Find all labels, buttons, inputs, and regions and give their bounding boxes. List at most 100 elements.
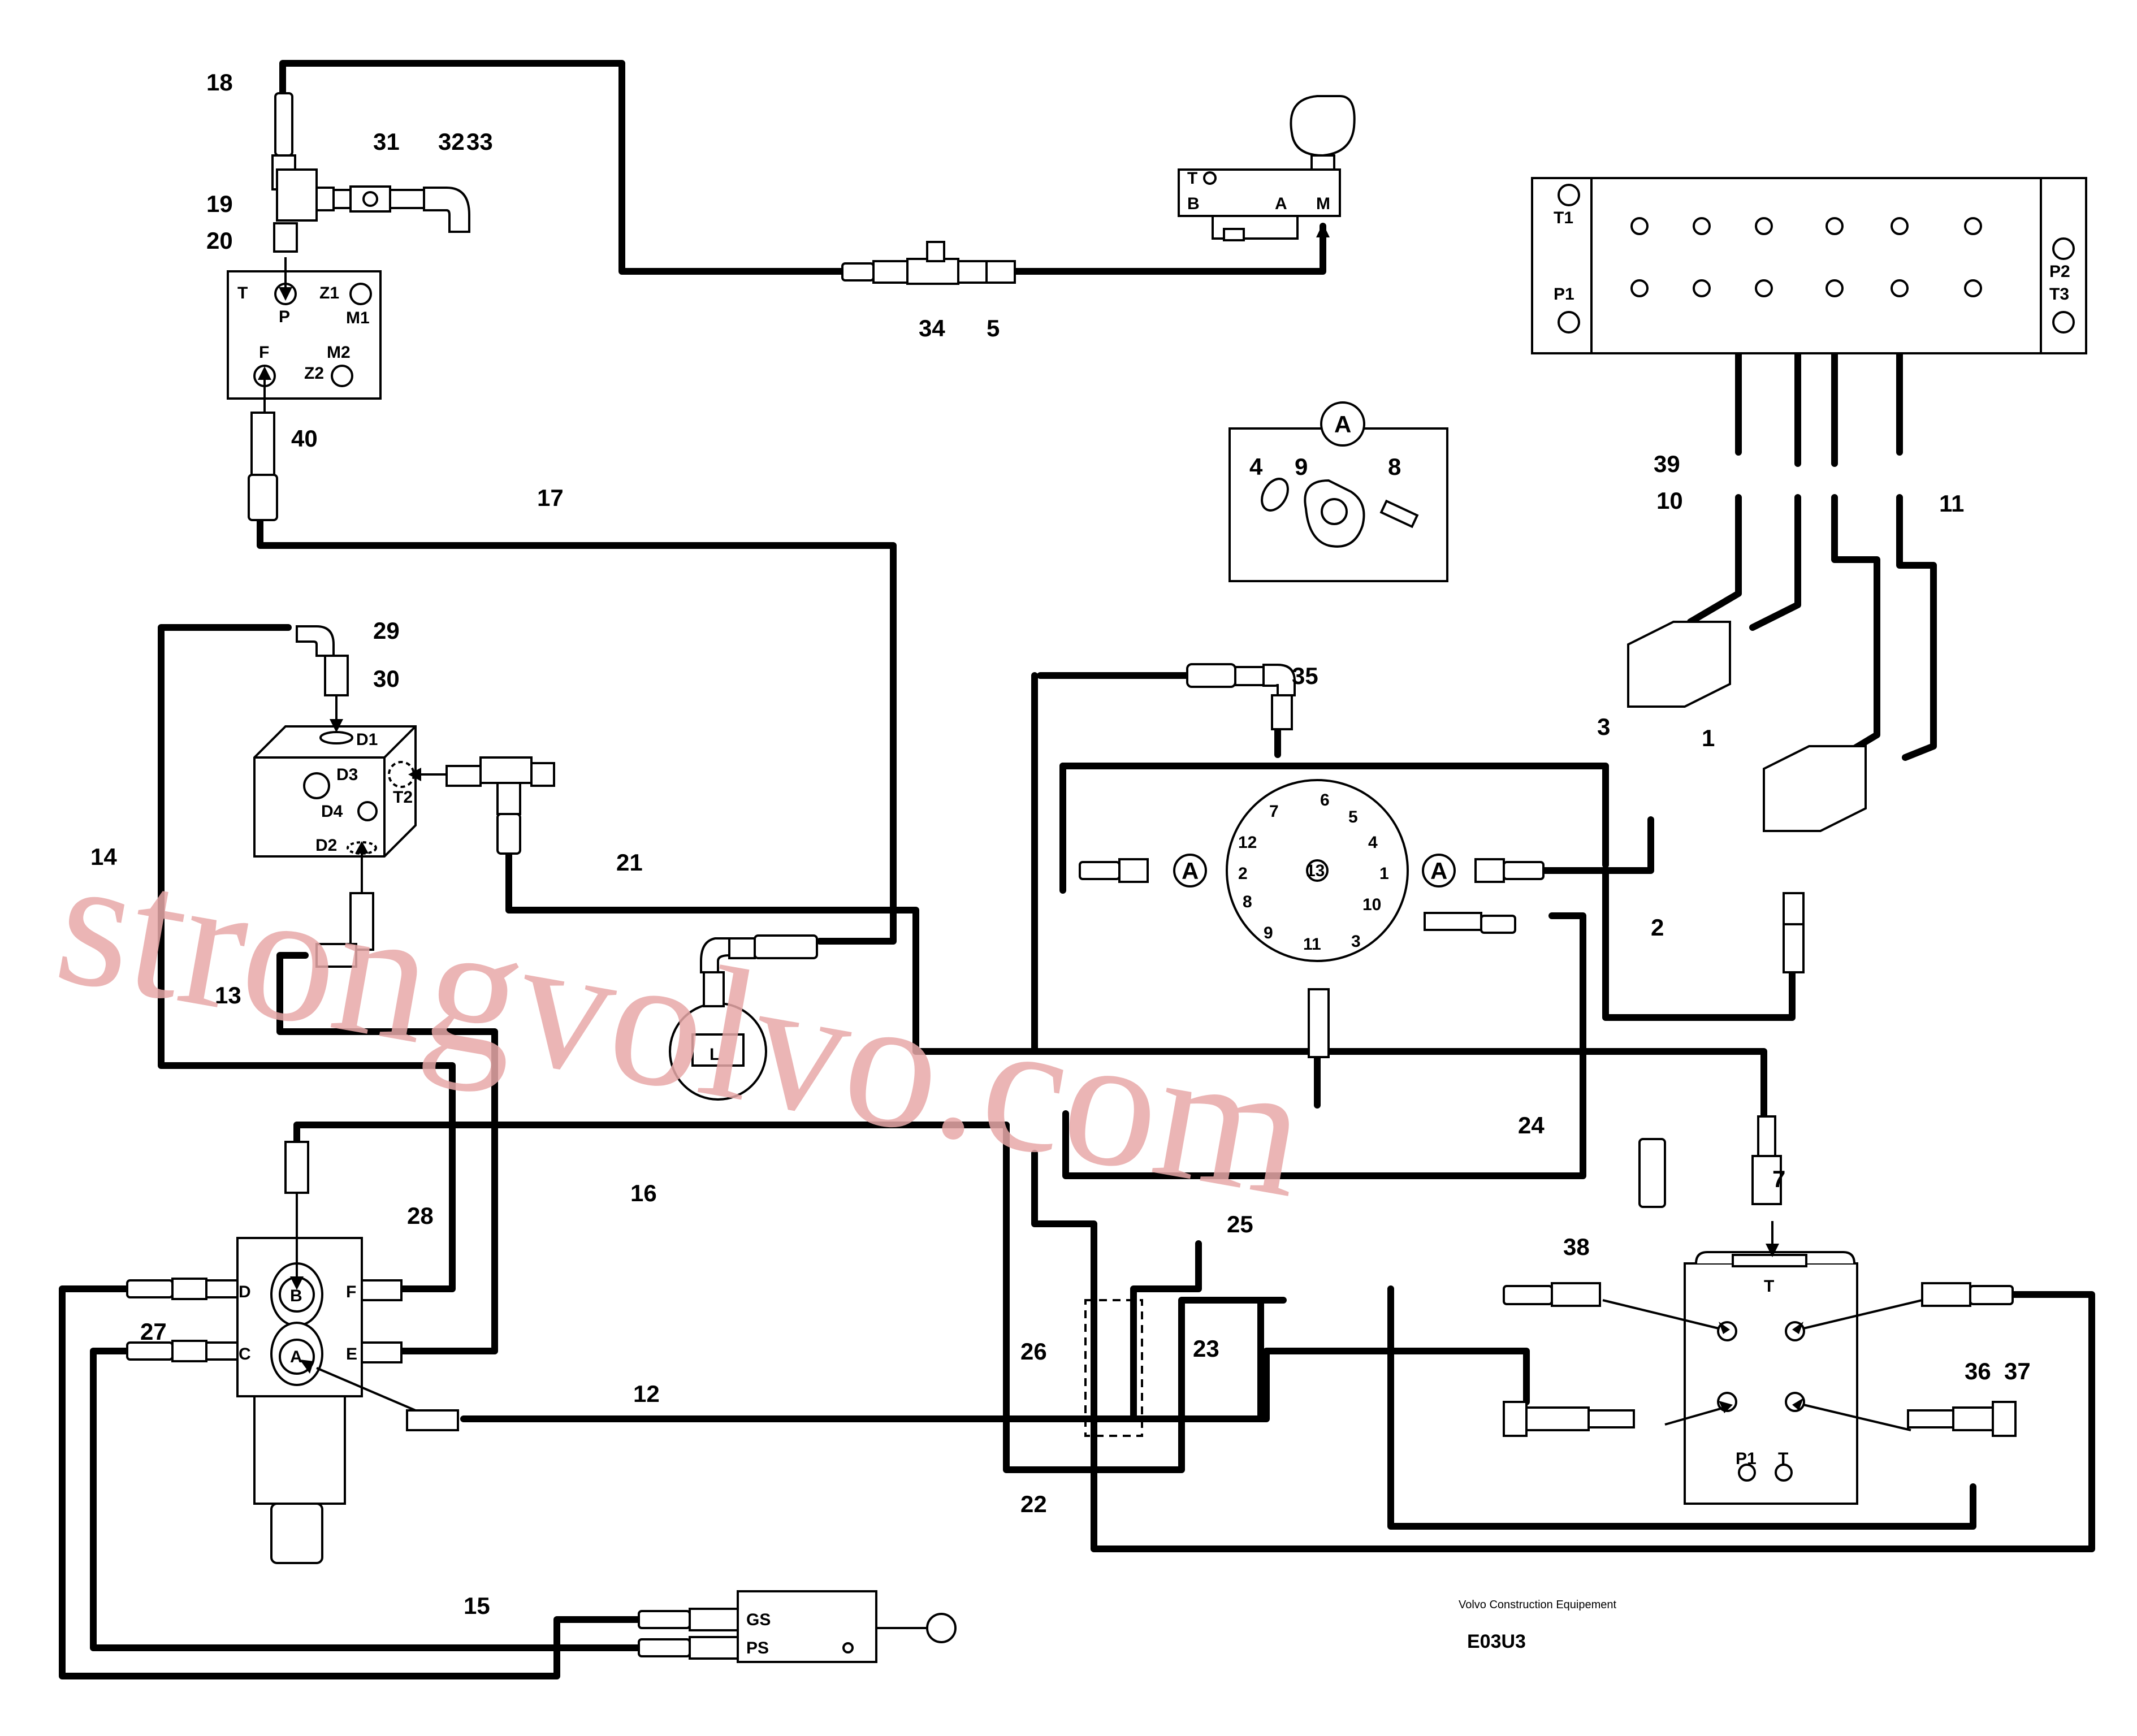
port-label: 4 xyxy=(1368,833,1378,852)
port-label: B xyxy=(1187,194,1200,213)
port-label: T xyxy=(237,284,248,302)
callout: 4 xyxy=(1249,453,1263,480)
port-label: D1 xyxy=(356,730,378,749)
callout: 32 xyxy=(438,128,465,155)
callout: 40 xyxy=(291,425,318,452)
port-label: F xyxy=(346,1283,356,1301)
callout: 20 xyxy=(206,227,233,254)
callout: 10 xyxy=(1656,487,1683,514)
drawing-code: E03U3 xyxy=(1467,1631,1526,1652)
port-label: 8 xyxy=(1243,893,1252,911)
callout: 23 xyxy=(1193,1335,1219,1362)
port-label: L xyxy=(710,1045,720,1064)
port-label: Z2 xyxy=(304,364,324,383)
port-label: B xyxy=(290,1287,302,1305)
port-label: F xyxy=(259,343,269,362)
port-label: PS xyxy=(746,1639,769,1657)
pilot-valve-assembly xyxy=(227,92,470,521)
callout: 38 xyxy=(1563,1233,1590,1260)
port-label: D xyxy=(239,1283,251,1301)
port-label: T xyxy=(1764,1277,1774,1296)
port-label: A xyxy=(1275,194,1287,213)
port-label: T xyxy=(1187,169,1197,188)
callout: 24 xyxy=(1518,1112,1545,1138)
port-label: P1 xyxy=(1554,285,1574,304)
port-label: D2 xyxy=(315,836,337,855)
callout: 3 xyxy=(1597,713,1610,740)
brand-text: Volvo Construction Equipement xyxy=(1459,1599,1616,1611)
callout: 19 xyxy=(206,191,233,217)
callout: 25 xyxy=(1227,1211,1253,1237)
port-label: T3 xyxy=(2049,285,2069,304)
port-label: GS xyxy=(746,1611,771,1629)
callout: 31 xyxy=(373,128,400,155)
port-label: 10 xyxy=(1362,895,1381,914)
port-label: T xyxy=(1778,1449,1788,1468)
callout: 30 xyxy=(373,665,400,692)
main-valve xyxy=(1503,1221,2017,1505)
callout: 13 xyxy=(215,982,241,1008)
port-label: A xyxy=(290,1348,302,1366)
port-label: D4 xyxy=(321,802,343,821)
callout: 26 xyxy=(1020,1338,1047,1365)
port-label: P1 xyxy=(1736,1449,1757,1468)
callout: 34 xyxy=(919,315,945,341)
port-label: Z1 xyxy=(319,284,339,302)
callout: 5 xyxy=(987,315,1000,341)
port-label: D3 xyxy=(336,765,358,784)
port-label: M xyxy=(1316,194,1330,213)
callout: 8 xyxy=(1388,453,1401,480)
port-label: 7 xyxy=(1269,802,1279,821)
callout: 12 xyxy=(633,1380,660,1407)
swivel-connection-label: A xyxy=(1182,858,1199,884)
port-label: 1 xyxy=(1379,864,1389,883)
port-label: 11 xyxy=(1303,935,1321,954)
divider-block xyxy=(253,625,555,968)
callout: 11 xyxy=(1939,490,1964,517)
swivel-joint xyxy=(1079,663,1545,1058)
callout: 9 xyxy=(1295,453,1308,480)
callout: 22 xyxy=(1020,1491,1047,1517)
port-label: M1 xyxy=(346,309,370,327)
callout: 37 xyxy=(2004,1358,2031,1384)
handle-valve xyxy=(638,1590,957,1663)
port-label: 12 xyxy=(1238,833,1257,852)
port-label: 2 xyxy=(1238,864,1248,883)
callout: 27 xyxy=(140,1318,167,1345)
port-label: 9 xyxy=(1264,924,1273,942)
detail-a-box xyxy=(1228,401,1448,582)
port-label: C xyxy=(239,1345,251,1363)
callout: 15 xyxy=(464,1592,490,1619)
manifold-block xyxy=(1531,177,2087,354)
callout: 7 xyxy=(1772,1166,1785,1192)
callout: 35 xyxy=(1292,663,1318,689)
callout: 21 xyxy=(616,849,643,876)
small-valve xyxy=(669,934,818,1101)
callout: 16 xyxy=(630,1180,657,1206)
callout: 1 xyxy=(1702,725,1715,751)
pilot-control-head xyxy=(841,95,1356,285)
control-valve xyxy=(126,1141,459,1564)
callout: 39 xyxy=(1654,451,1680,477)
callout: 28 xyxy=(407,1202,434,1229)
port-labels: T P Z1 M1 F M2 Z2 T B A M T1 P1 P2 T3 D1… xyxy=(237,169,2070,1657)
callout: 33 xyxy=(466,128,493,155)
port-label: 3 xyxy=(1351,932,1361,951)
callout-labels: 1 2 3 4 5 7 8 9 10 11 12 13 14 15 16 17 … xyxy=(90,69,2031,1619)
port-label: 5 xyxy=(1348,808,1358,826)
callout: 2 xyxy=(1651,914,1664,941)
port-label: P2 xyxy=(2049,262,2070,281)
swivel-connection-label: A xyxy=(1430,858,1447,884)
callout: 18 xyxy=(206,69,233,96)
footer: Volvo Construction Equipement E03U3 xyxy=(1459,1599,1616,1652)
callout: 14 xyxy=(90,843,117,870)
port-label: 13 xyxy=(1306,861,1325,880)
callout: 29 xyxy=(373,617,400,644)
detail-label: A xyxy=(1334,411,1351,438)
pilot-cylinders xyxy=(1627,621,1867,1208)
port-label: T2 xyxy=(393,788,413,807)
callout: 17 xyxy=(537,484,564,511)
port-label: 6 xyxy=(1320,791,1330,809)
port-label: E xyxy=(346,1345,357,1363)
